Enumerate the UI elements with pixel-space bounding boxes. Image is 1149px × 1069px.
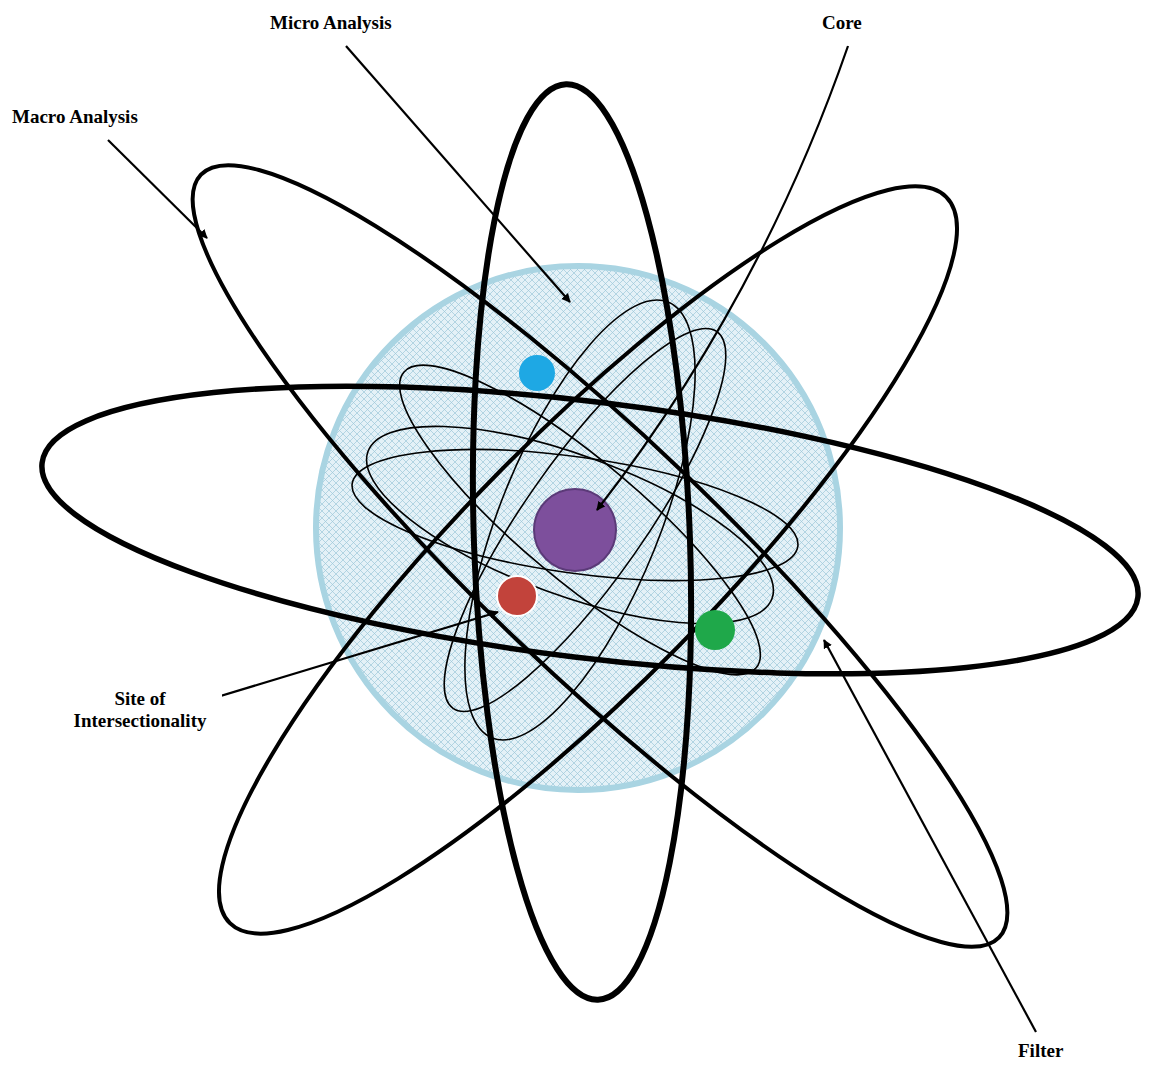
macro-orbit: [458, 81, 706, 1004]
leader-arrow: [346, 46, 570, 302]
leader-arrow: [597, 46, 848, 510]
macro-orbit: [119, 89, 1080, 1022]
callout-label: Core: [820, 12, 864, 34]
micro-orbit: [344, 386, 796, 665]
blue-dot: [519, 355, 555, 391]
macro-orbit: [141, 109, 1035, 1011]
macro-orbits: [27, 81, 1149, 1023]
callout-label: Macro Analysis: [10, 106, 140, 128]
leader-lines: [108, 46, 1036, 1032]
intersection-dot: [497, 576, 537, 616]
callout-label: Filter: [1016, 1040, 1065, 1062]
callout-label: Site of Intersectionality: [58, 688, 222, 732]
green-dot: [695, 610, 735, 650]
leader-arrow: [108, 140, 207, 238]
filter-circle: [316, 266, 840, 790]
callout-label: Micro Analysis: [268, 12, 394, 34]
leader-arrow: [824, 640, 1036, 1032]
micro-orbit: [418, 272, 742, 768]
macro-orbit: [27, 336, 1149, 725]
leader-arrow: [194, 612, 498, 704]
